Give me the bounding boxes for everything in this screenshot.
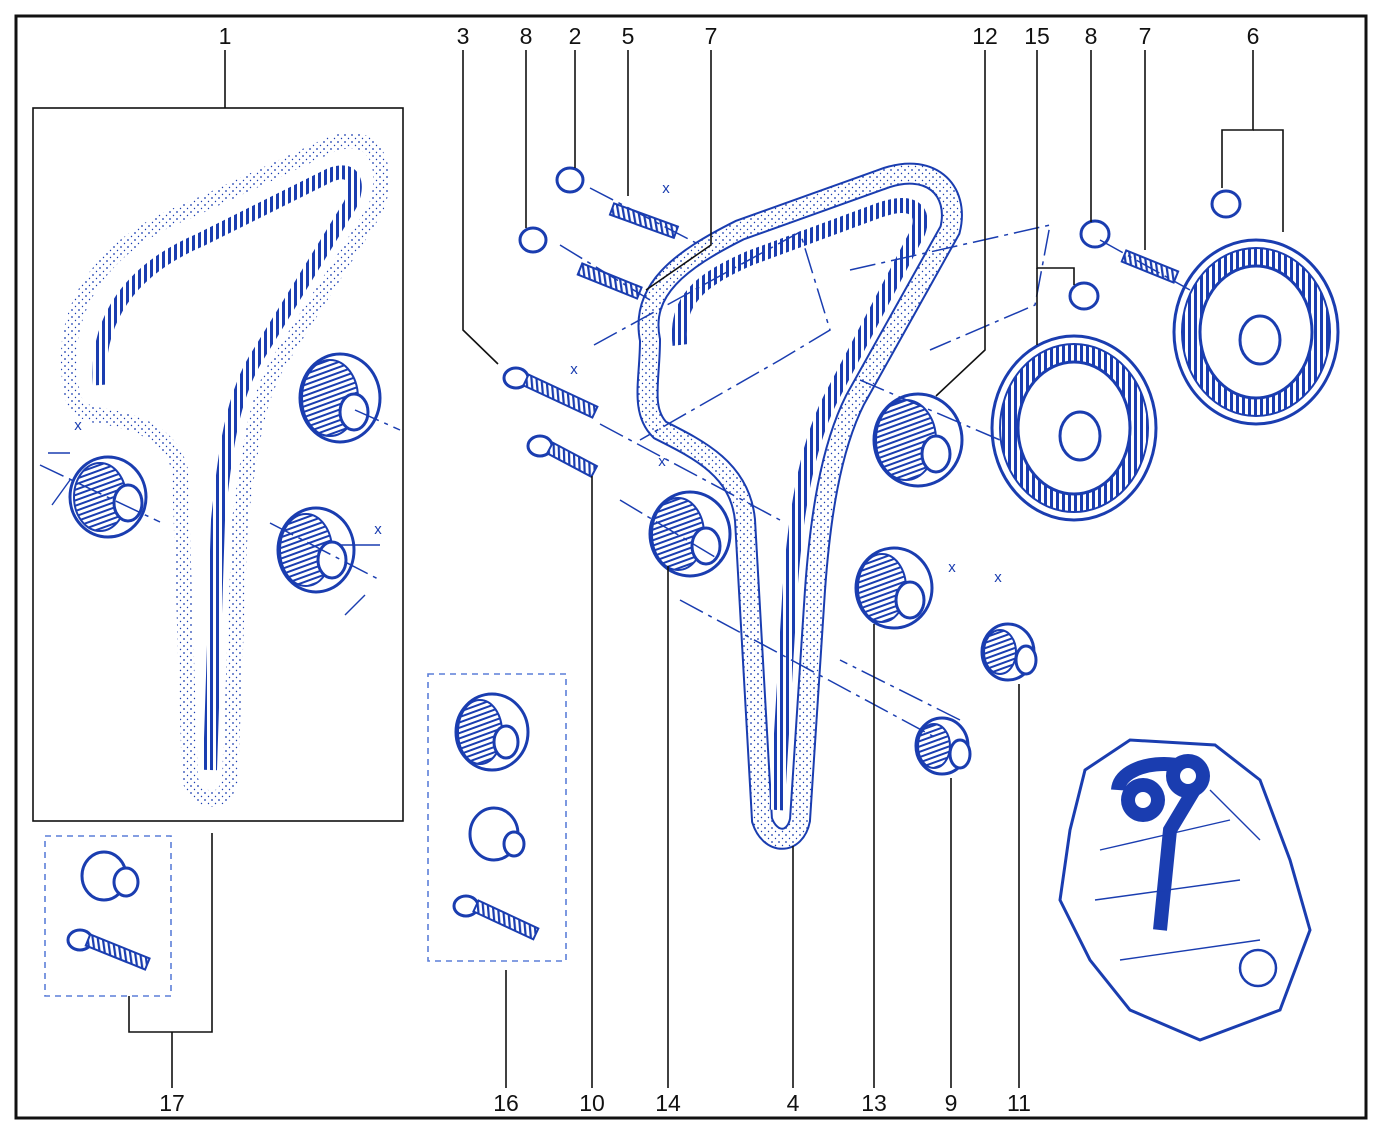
callout-12: 12 <box>972 23 998 49</box>
callout-11: 11 <box>1007 1090 1031 1116</box>
stud-5 <box>608 202 680 240</box>
nut-8-left <box>518 226 548 254</box>
callout-7b: 7 <box>1139 23 1152 49</box>
callout-8a: 8 <box>520 23 533 49</box>
callout-3: 3 <box>457 23 470 49</box>
timing-belt-kit-left <box>39 132 401 807</box>
dimension-x-stud-5: x <box>662 180 670 197</box>
dimension-x-left-lower: x <box>374 521 382 538</box>
dimension-x-pulley-13: x <box>948 559 956 576</box>
engine-thumbnail <box>1058 738 1312 1042</box>
callout-4: 4 <box>787 1090 800 1116</box>
kit-16-box <box>427 673 567 962</box>
dimension-x-bolt-3: x <box>570 361 578 378</box>
leader-lines <box>128 50 1284 1088</box>
tensioner-pulley-left <box>298 352 382 444</box>
timing-belt-center <box>636 162 963 850</box>
callout-17: 17 <box>159 1090 185 1116</box>
callout-13: 13 <box>861 1090 887 1116</box>
bolt-10 <box>526 434 599 479</box>
nut-2 <box>555 166 585 194</box>
dimension-x-pulley-14: x <box>658 453 666 470</box>
idler-9 <box>914 716 972 776</box>
nut-15 <box>1068 281 1100 311</box>
outer-frame <box>14 14 1368 1120</box>
nut-6 <box>1210 189 1242 219</box>
idler-pulley-left <box>68 455 148 539</box>
camshaft-sprocket-6 <box>1172 238 1340 426</box>
dimension-x-idler-11: x <box>994 569 1002 586</box>
callout-16: 16 <box>493 1090 519 1116</box>
callout-1: 1 <box>219 23 232 49</box>
callout-10: 10 <box>579 1090 605 1116</box>
camshaft-sprocket-15 <box>990 334 1158 522</box>
idler-11 <box>980 622 1038 682</box>
tensioner-pulley-12 <box>872 392 964 488</box>
bolt-3 <box>502 366 599 419</box>
stud-7-right <box>1120 249 1180 284</box>
kit-17-parts <box>66 850 151 971</box>
idler-pulley-13 <box>854 546 934 630</box>
callout-15: 15 <box>1024 23 1050 49</box>
callout-2: 2 <box>569 23 582 49</box>
callout-6: 6 <box>1247 23 1260 49</box>
idler-pulley-14 <box>648 490 732 578</box>
kit-16-parts <box>452 692 540 941</box>
callout-7a: 7 <box>705 23 718 49</box>
callout-9: 9 <box>945 1090 958 1116</box>
stud-7-left <box>576 262 643 300</box>
callout-8b: 8 <box>1085 23 1098 49</box>
dimension-x-left-upper: x <box>74 417 82 434</box>
idler-pulley-left-lower <box>276 506 356 594</box>
timing-kit-box <box>32 107 404 822</box>
callout-5: 5 <box>622 23 635 49</box>
callout-14: 14 <box>655 1090 681 1116</box>
